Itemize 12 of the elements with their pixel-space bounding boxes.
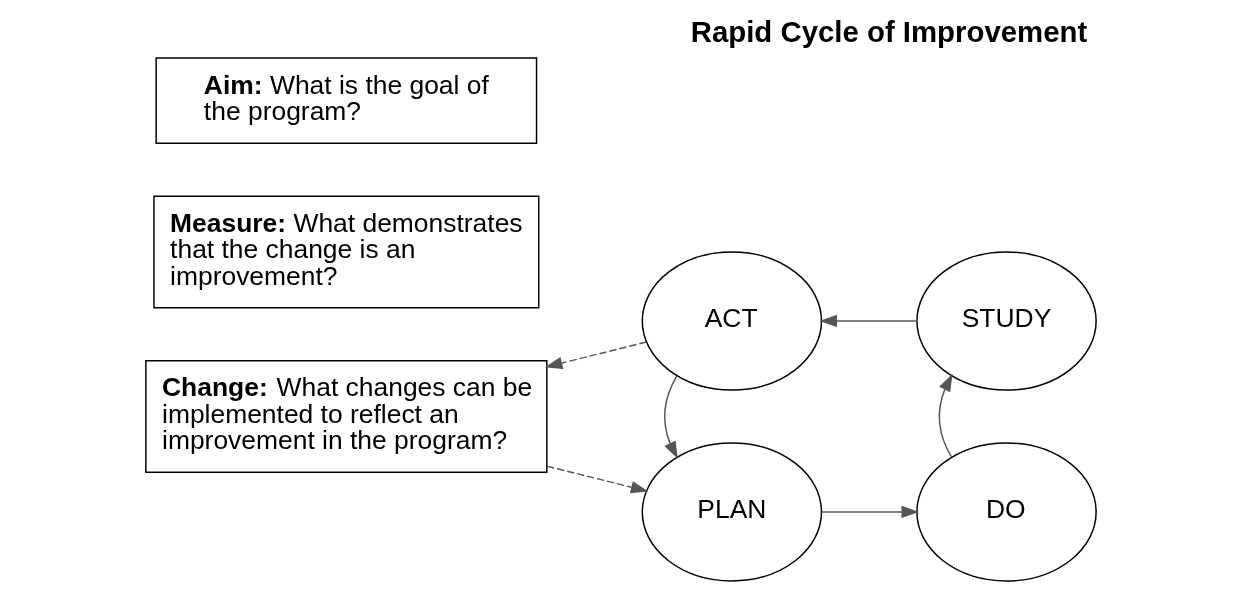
arrow xyxy=(663,375,678,460)
node-ellipse: DO xyxy=(915,442,1097,582)
arrow xyxy=(545,465,648,494)
arrow xyxy=(818,314,918,328)
node-box: Change: What changes can be implemented to reflect an improvement in the program? xyxy=(144,359,548,473)
arrow xyxy=(820,505,919,519)
node-box: Aim: What is the goal of the program? xyxy=(154,57,537,145)
node-ellipse: ACT xyxy=(641,251,822,391)
arrow xyxy=(544,341,647,370)
diagram-title: Rapid Cycle of Improvement xyxy=(690,14,1087,48)
node-box: Measure: What demonstrates that the change is an improvement? xyxy=(152,195,539,309)
arrow xyxy=(938,373,953,458)
